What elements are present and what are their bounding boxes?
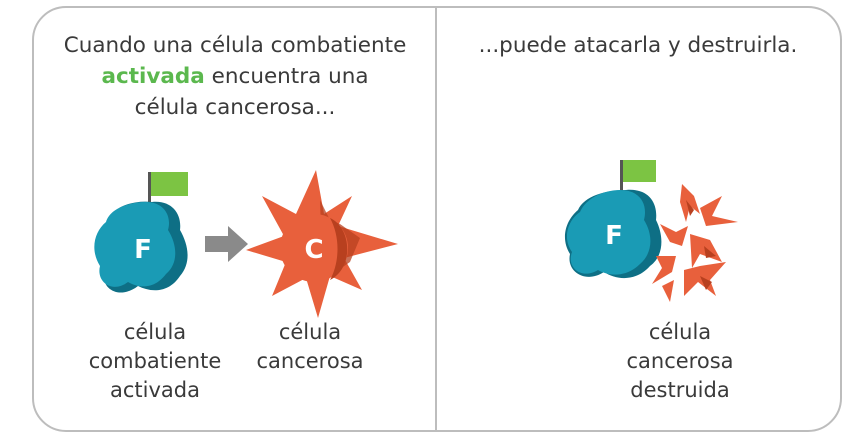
destroyed-label-line-3: destruida xyxy=(630,378,730,402)
destroyed-cancer-shading xyxy=(686,200,716,290)
fighter-letter-right: F xyxy=(605,221,623,251)
fighter-cell-label: célula combatiente activada xyxy=(60,318,250,405)
right-caption: ...puede atacarla y destruirla. xyxy=(442,30,834,61)
fighter-cell-attacking: F xyxy=(564,160,662,279)
cancer-cell-label: célula cancerosa xyxy=(230,318,390,376)
caption-line-3: célula cancerosa... xyxy=(134,95,336,120)
cancer-letter: C xyxy=(304,235,323,265)
fighter-label-line-3: activada xyxy=(110,378,200,402)
flag-icon xyxy=(620,160,656,202)
caption-line-2-rest: encuentra una xyxy=(211,64,369,89)
fighter-label-line-2: combatiente xyxy=(88,349,222,373)
destroyed-cancer-fragments xyxy=(652,184,738,302)
panel-divider xyxy=(435,8,437,430)
caption-line-1: Cuando una célula combatiente xyxy=(63,33,407,58)
fighter-label-line-1: célula xyxy=(123,320,187,344)
activated-highlight: activada xyxy=(101,64,205,89)
flag-icon xyxy=(148,172,188,218)
destroyed-label-line-2: cancerosa xyxy=(626,349,734,373)
destroyed-label-line-1: célula xyxy=(648,320,712,344)
cancer-label-line-2: cancerosa xyxy=(256,349,364,373)
cancer-label-line-1: célula xyxy=(278,320,342,344)
right-caption-text: ...puede atacarla y destruirla. xyxy=(478,33,798,58)
fighter-cell-activated: F xyxy=(94,172,188,293)
cancer-cell: C xyxy=(246,170,398,318)
left-caption: Cuando una célula combatiente activada e… xyxy=(40,30,430,123)
destroyed-cell-label: célula cancerosa destruida xyxy=(580,318,780,405)
fighter-letter: F xyxy=(134,235,152,265)
arrow-icon xyxy=(205,226,248,262)
